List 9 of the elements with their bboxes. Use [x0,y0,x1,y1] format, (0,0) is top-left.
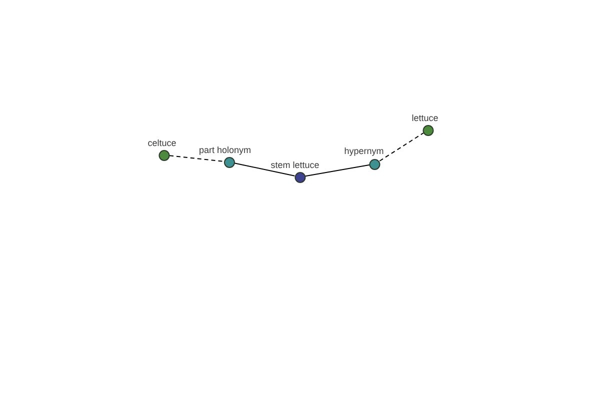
dashed-connector [169,155,224,162]
node-label: part holonym [198,144,252,154]
node-label: hypernym [344,146,384,156]
node-label: lettuce [412,112,438,122]
connector-line [304,164,370,177]
connector-line [234,162,296,176]
dashed-connector [379,132,424,162]
node-label: stem lettuce [270,160,320,170]
node-label: celtuce [148,138,176,148]
